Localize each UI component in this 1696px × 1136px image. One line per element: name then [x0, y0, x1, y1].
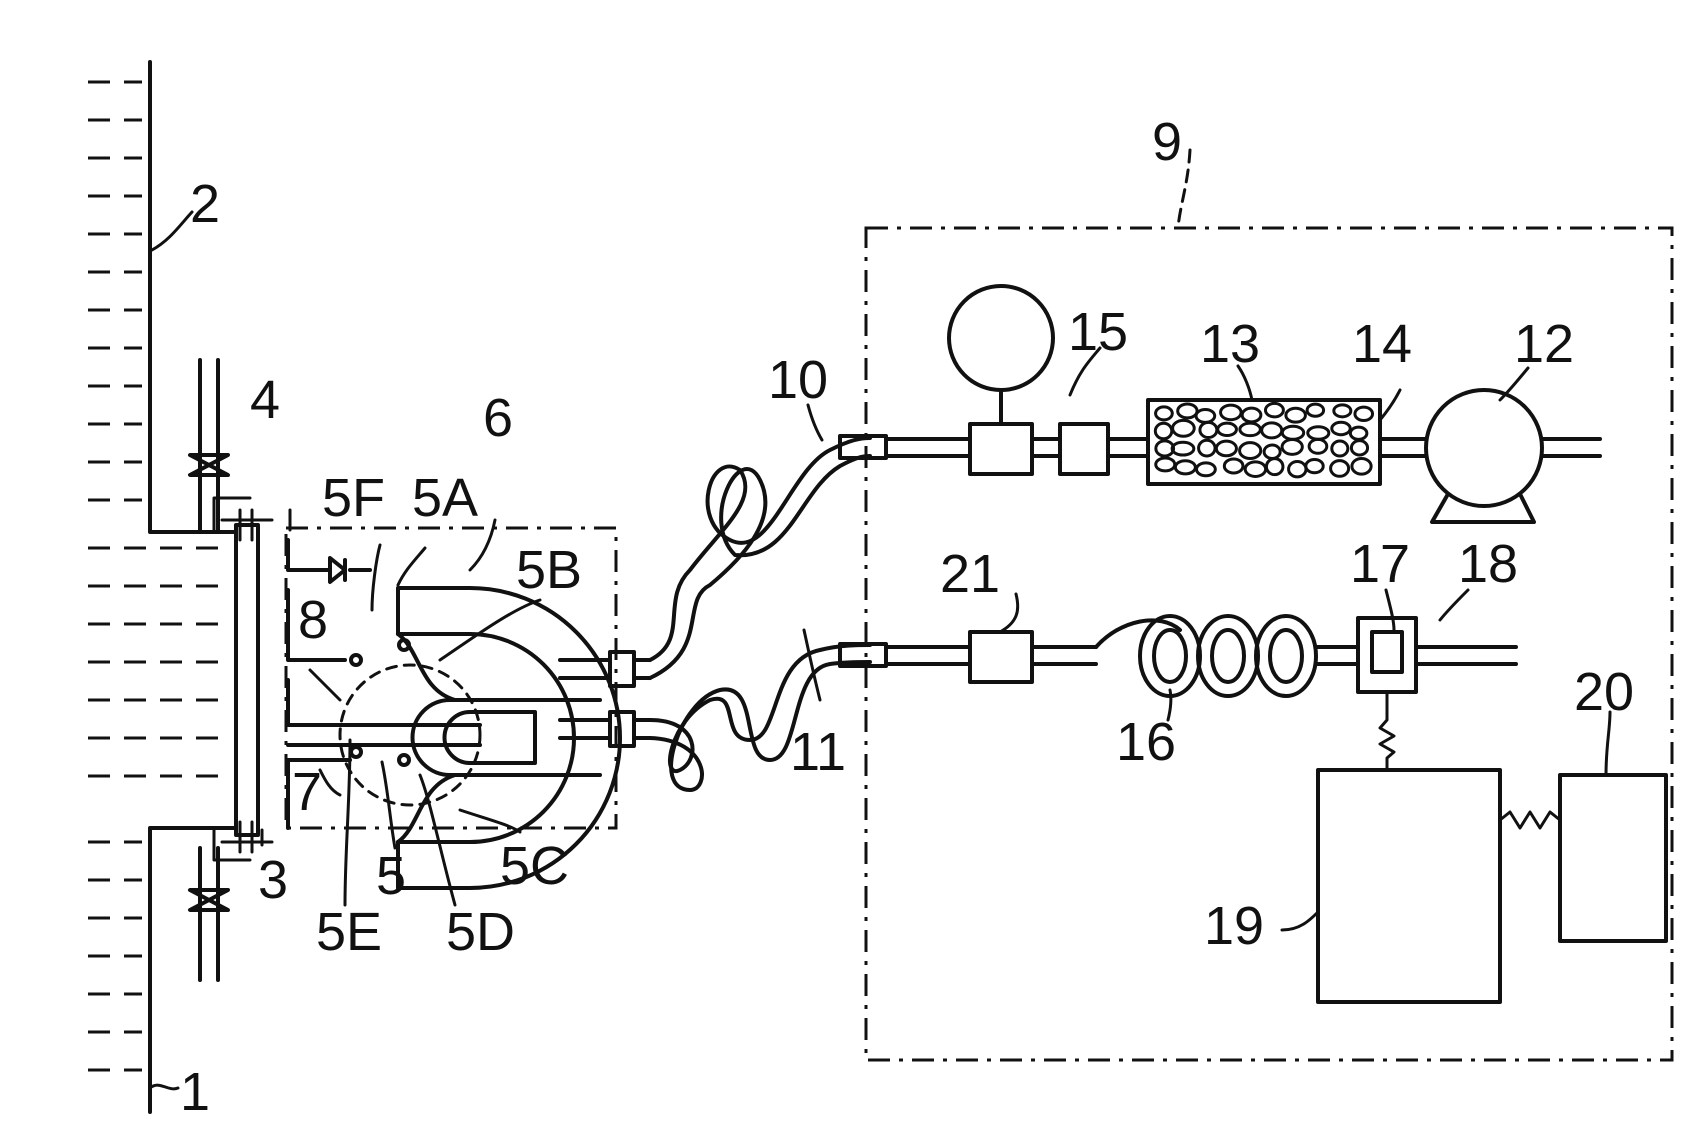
label-5b: 5B — [516, 540, 582, 600]
filter-pebble — [1242, 408, 1261, 422]
label-21: 21 — [940, 544, 1000, 604]
filter-pebble — [1266, 459, 1283, 475]
filter-pebble — [1196, 409, 1215, 422]
filter-pebble — [1289, 462, 1306, 477]
filter-pebble — [1155, 423, 1171, 439]
filter-pebble — [1286, 408, 1306, 422]
filter-pebble — [1351, 441, 1367, 455]
filter-pebble — [1282, 440, 1302, 455]
label-10: 10 — [768, 350, 828, 410]
pump-12 — [1380, 390, 1600, 522]
filter-pebble — [1156, 407, 1173, 420]
label-5a: 5A — [412, 468, 478, 528]
filter-pebble — [1224, 459, 1243, 473]
filter-pebble — [1175, 461, 1195, 474]
label-5: 5 — [376, 846, 406, 906]
label-11: 11 — [790, 722, 846, 782]
filter-pebble — [1240, 423, 1260, 436]
filter-pebble — [1172, 442, 1194, 455]
filter-pebble — [1221, 405, 1242, 420]
filter-pebble — [1332, 441, 1348, 456]
filter-pebble — [1173, 420, 1195, 436]
filter-pebble — [1178, 404, 1197, 418]
label-5e: 5E — [316, 902, 382, 962]
label-12: 12 — [1514, 314, 1574, 374]
valve-pipes — [190, 360, 228, 980]
filter-13 — [1148, 400, 1380, 484]
filter-pebble — [1218, 423, 1237, 435]
label-18: 18 — [1458, 534, 1518, 594]
filter-pebble — [1332, 422, 1350, 434]
filter-pebble — [1240, 443, 1261, 459]
label-1: 1 — [180, 1062, 210, 1122]
recorder-20 — [1560, 775, 1666, 941]
filter-pebble — [1245, 462, 1265, 477]
filter-pebble — [1199, 440, 1215, 456]
filter-pebble — [1352, 458, 1371, 474]
filter-pebble — [1309, 439, 1327, 453]
label-9: 9 — [1152, 112, 1182, 172]
label-17: 17 — [1350, 534, 1410, 594]
coil-16 — [1096, 616, 1358, 696]
filter-pebble — [1306, 460, 1323, 473]
filter-pebble — [1350, 427, 1366, 439]
hose-10 — [650, 438, 870, 678]
label-2: 2 — [190, 174, 220, 234]
label-16: 16 — [1116, 712, 1176, 772]
label-20: 20 — [1574, 662, 1634, 722]
wall-flange-assembly — [214, 498, 272, 860]
controller-19 — [1318, 770, 1560, 1002]
label-8: 8 — [298, 590, 328, 650]
label-6: 6 — [483, 388, 513, 448]
filter-pebble — [1216, 441, 1236, 456]
label-5d: 5D — [446, 902, 515, 962]
lower-gas-line — [840, 632, 1096, 682]
label-14: 14 — [1352, 314, 1412, 374]
label-15: 15 — [1068, 302, 1128, 362]
filter-pebble — [1262, 423, 1282, 438]
filter-pebble — [1331, 461, 1349, 477]
filter-pebble — [1307, 404, 1323, 416]
label-5c: 5C — [500, 836, 569, 896]
filter-pebble — [1334, 405, 1351, 417]
filter-pebble — [1264, 445, 1280, 458]
filter-pebble — [1265, 403, 1283, 416]
filter-pebble — [1200, 422, 1217, 437]
filter-pebble — [1156, 458, 1175, 471]
label-7: 7 — [292, 762, 322, 822]
filter-pebble — [1282, 426, 1303, 439]
filter-pebble — [1355, 407, 1373, 420]
sensor-cell-17 — [1358, 618, 1516, 770]
filter-pebble — [1308, 427, 1329, 440]
label-13: 13 — [1200, 314, 1260, 374]
label-19: 19 — [1204, 896, 1264, 956]
label-5f: 5F — [322, 468, 385, 528]
label-3: 3 — [258, 850, 288, 910]
label-4: 4 — [250, 370, 280, 430]
filter-pebble — [1196, 463, 1215, 476]
